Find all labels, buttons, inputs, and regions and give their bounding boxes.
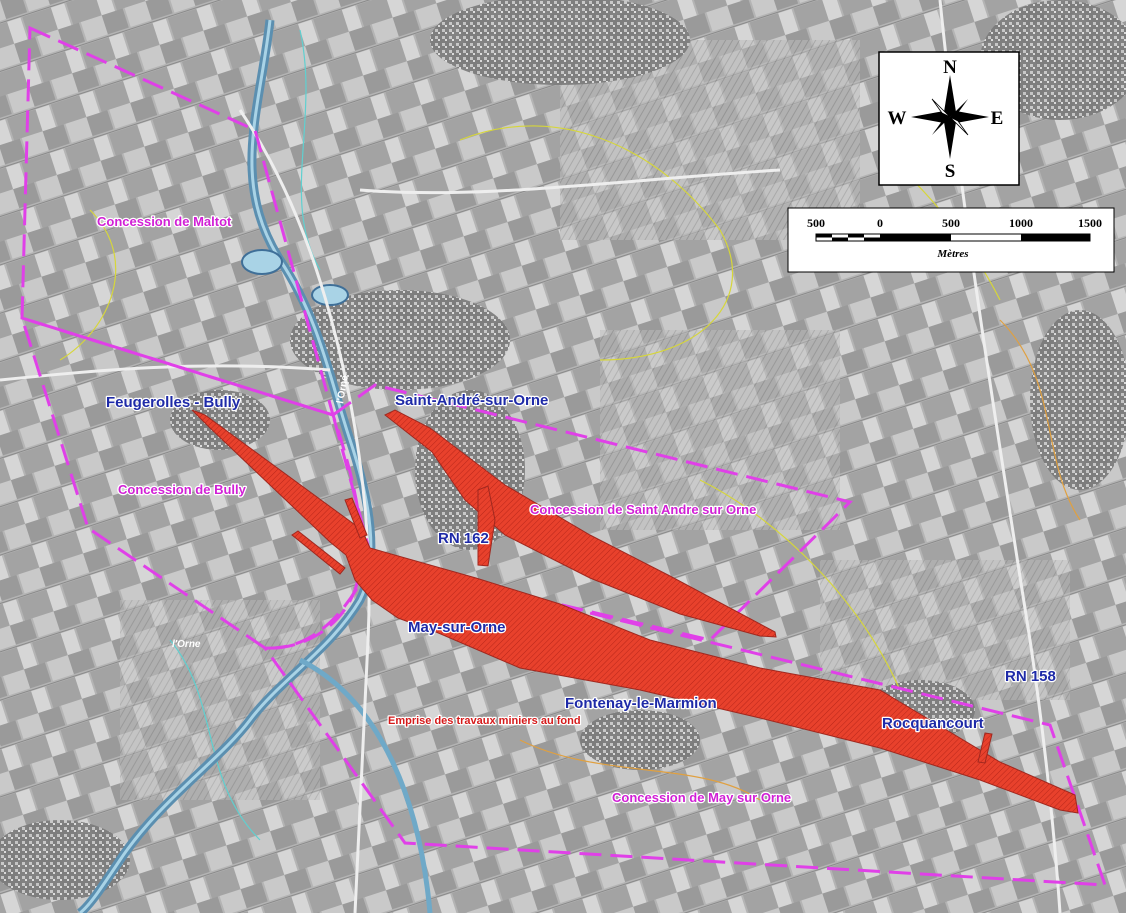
compass-north-label: N [943,57,957,78]
compass-east-label: E [991,108,1004,129]
scale-tick-label-4: 1500 [1078,216,1102,230]
concession-label-may-sur-orne: Concession de May sur Orne [612,790,791,805]
concession-may-boundary [261,558,1108,887]
compass-rose-icon: N S W E [878,51,1020,186]
concession-label-maltot: Concession de Maltot [97,214,232,229]
concession-label-bully: Concession de Bully [118,482,247,497]
river-label-orne-south: l'Orne [172,639,201,650]
scale-tick-label-2: 500 [942,216,960,230]
concession-labels: Concession de Maltot Concession de Bully… [96,213,793,807]
town-label-fontenay-le-marmion: Fontenay-le-Marmion [565,695,717,712]
compass-south-label: S [945,161,956,182]
compass-west-label: W [888,108,907,129]
road-labels: RN 162 RN 158 [437,529,1057,687]
scale-tick-label-0: 500 [807,216,825,230]
river-label-orne-north: l'Orne [335,374,351,404]
concession-boundaries [19,25,1108,887]
town-labels: Feugerolles - Bully Saint-André-sur-Orne… [105,391,985,734]
scale-bar: 500 0 500 1000 1500 Mètres [787,207,1115,273]
scale-tick-label-3: 1000 [1009,216,1033,230]
town-label-feugerolles-bully: Feugerolles - Bully [106,394,241,411]
road-label-rn158: RN 158 [1005,668,1056,685]
town-label-saint-andre-sur-orne: Saint-André-sur-Orne [395,392,548,409]
mining-works-annotation: Emprise des travaux miniers au fond [388,715,581,727]
road-rn162 [238,109,371,913]
scale-tick-label-1: 0 [877,216,883,230]
concession-saint-andre-boundary [331,383,853,642]
river-labels: l'Orne l'Orne [172,374,351,650]
road-label-rn162: RN 162 [438,530,489,547]
scale-unit-label: Mètres [936,248,968,260]
mining-works-footprint [191,409,1079,814]
concession-label-saint-andre-sur-orne: Concession de Saint Andre sur Orne [530,502,756,517]
town-label-rocquancourt: Rocquancourt [882,715,984,732]
town-label-may-sur-orne: May-sur-Orne [408,619,506,636]
